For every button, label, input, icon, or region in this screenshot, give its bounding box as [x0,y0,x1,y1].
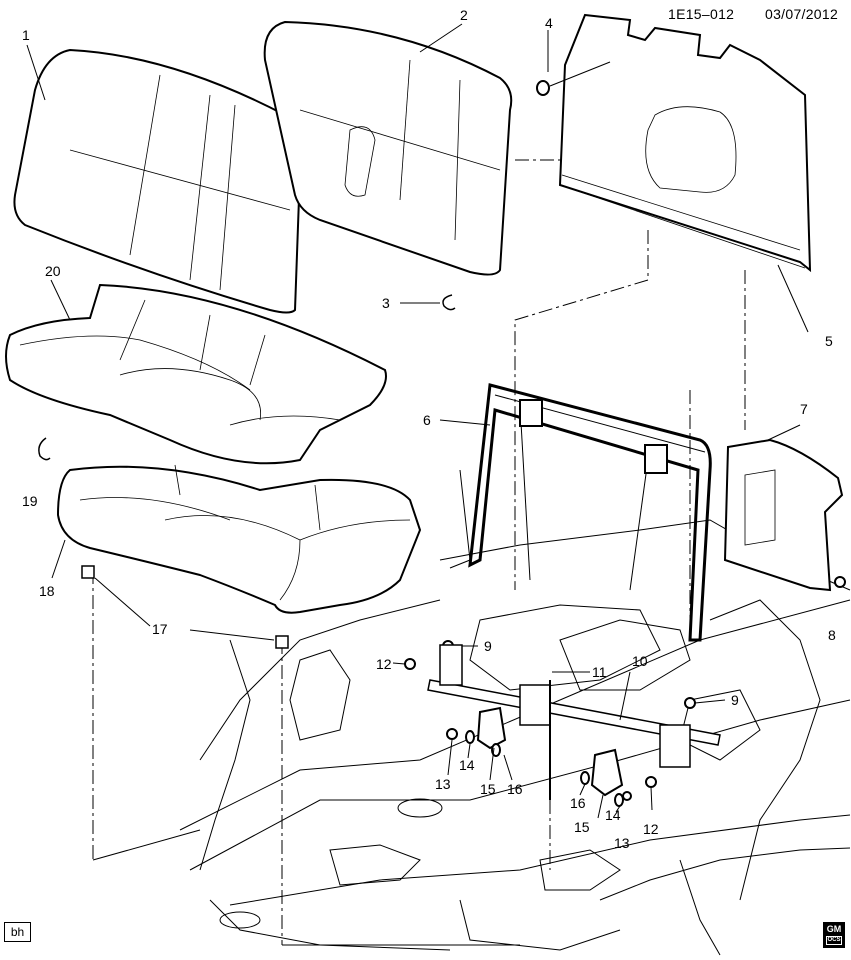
retainer-part-17 [81,565,289,649]
callout-18: 18 [39,583,55,599]
pin-part-11 [549,671,590,800]
seat-cushion-cover-part-20 [5,283,387,465]
bolt-part-8 [834,576,846,588]
callout-10: 10 [632,653,648,669]
callout-3: 3 [382,295,390,311]
panel-part-7 [723,424,844,592]
author-initials-box: bh [4,922,31,942]
callout-15-left: 15 [480,781,496,797]
callout-13-right: 13 [614,835,630,851]
diagram-date: 03/07/2012 [765,6,839,22]
callout-1: 1 [22,27,30,43]
callout-4: 4 [545,15,553,31]
callout-2: 2 [460,7,468,23]
callout-15-right: 15 [574,819,590,835]
callout-5: 5 [825,333,833,349]
callout-17: 17 [152,621,168,637]
callout-7: 7 [800,401,808,417]
callout-13-left: 13 [435,776,451,792]
callout-8: 8 [828,627,836,643]
gm-logo-sub: OCS [826,936,842,945]
diagram-code: 1E15–012 [668,6,735,22]
clip-part-19 [38,437,51,461]
callout-9-left: 9 [484,638,492,654]
callout-12-right: 12 [643,821,659,837]
callout-leaders [26,23,809,579]
callout-9-right: 9 [731,692,739,708]
callout-11: 11 [592,664,607,680]
callout-20: 20 [45,263,61,279]
callout-19: 19 [22,493,38,509]
rear-panel-part-5 [558,13,812,273]
seat-back-cover-part-1 [13,48,302,314]
seat-back-frame-part-6 [449,383,712,642]
striker-bar-part-10 [427,644,721,768]
clip-part-3 [400,294,456,311]
gm-logo-text: GM [826,924,842,934]
seat-cushion-pad-part-18 [56,464,422,614]
callout-14-right: 14 [605,807,621,823]
callout-16-left: 16 [507,781,523,797]
seat-belt-buckles [465,706,624,819]
callout-12-left: 12 [376,656,392,672]
gm-logo: GM OCS [823,922,845,948]
callout-16-right: 16 [570,795,586,811]
seat-back-pad-part-2 [263,20,513,276]
callout-6: 6 [423,412,431,428]
plug-part-4 [536,30,611,96]
callout-14-left: 14 [459,757,475,773]
